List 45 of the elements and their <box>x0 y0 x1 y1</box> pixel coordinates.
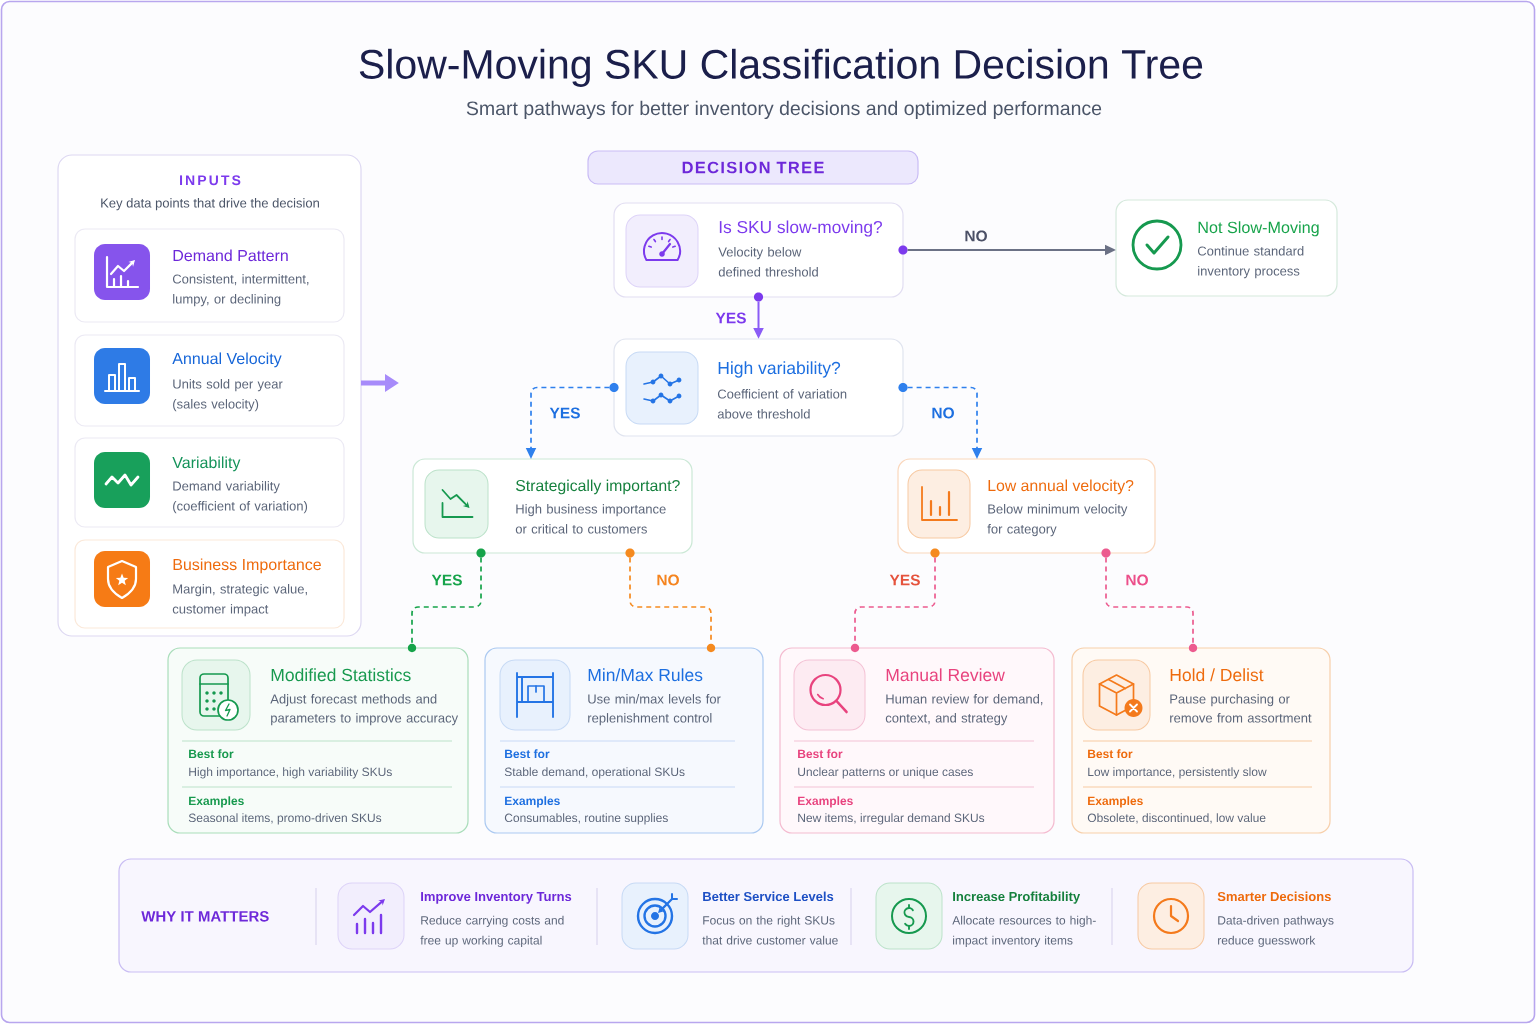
node-label: Best for <box>798 749 843 759</box>
node-label: Stable demand, operational SKUs <box>504 767 685 779</box>
dashed-connector <box>1105 556 1194 645</box>
result-box: Not Slow-Moving Continue standard inventory process <box>1115 199 1338 297</box>
node-label: Pause purchasing or remove from assortment <box>1170 694 1312 723</box>
node-label: Seasonal items, promo-driven SKUs <box>188 813 382 825</box>
node-label: Human review for demand, context, and strategy <box>885 694 1043 726</box>
node-label: Modified Statistics <box>271 668 411 682</box>
outcome-card: Hold / Delist Pause purchasing or remove from assortment Best for Low importance, persistently slow Examples Obsolete, discontinued, low value <box>1071 647 1331 834</box>
node-label: Min/Max Rules <box>588 668 703 682</box>
benefit-text: Data-driven pathways reduce guesswork <box>1218 915 1334 947</box>
outcome-card: Manual Review Human review for demand, context, and strategy Best for Unclear patterns or unique cases Examples New items, irregular demand SKUs <box>779 647 1055 834</box>
node-label: Hold / Delist <box>1170 668 1264 682</box>
node-label: Manual Review <box>886 668 1005 682</box>
benefit-title: Better Service Levels <box>703 891 834 902</box>
node-label: Best for <box>189 749 234 759</box>
subtitle: Smart pathways for better inventory decisions and optimized performance <box>466 100 1102 120</box>
node-label: Best for <box>505 749 550 759</box>
node-label: Examples <box>189 796 244 808</box>
node-label: Low importance, persistently slow <box>1088 767 1267 779</box>
node-label: Examples <box>1088 796 1143 808</box>
dashed-connector <box>411 556 482 645</box>
benefit-text: Focus on the right SKUs that drive customer value <box>702 915 838 945</box>
node-label: Examples <box>505 796 560 808</box>
benefit-text: Reduce carrying costs and free up working capital <box>420 915 564 947</box>
title: Slow-Moving SKU Classification Decision Tree <box>359 48 1203 87</box>
panel-subtitle: Key data points that drive the decision <box>101 198 319 211</box>
node-label: Examples <box>798 796 853 808</box>
outcome-card: Min/Max Rules Use min/max levels for replenishment control Best for Stable demand, operational SKUs Examples Consumables, routine supplies <box>484 647 764 834</box>
section-header: DECISION TREE <box>587 150 919 185</box>
node-label: New items, irregular demand SKUs <box>798 813 985 825</box>
node-label: Use min/max levels for replenishment control <box>588 694 721 726</box>
node-label: Adjust forecast methods and parameters to improve accuracy <box>270 694 459 726</box>
node-label: Consumables, routine supplies <box>504 813 668 825</box>
node-label: Unclear patterns or unique cases <box>798 767 973 779</box>
node-label: Best for <box>1088 749 1133 759</box>
benefit-title: Improve Inventory Turns <box>421 892 572 904</box>
outcome-card: Modified Statistics Adjust forecast methods and parameters to improve accuracy Best for High importance, high variability SKUs Examples Seasonal items, promo-driven SKUs <box>167 647 469 834</box>
node-label: Obsolete, discontinued, low value <box>1087 813 1266 824</box>
node-label: High importance, high variability SKUs <box>189 767 392 779</box>
benefit-title: Smarter Decisions <box>1217 891 1331 902</box>
benefit-title: Increase Profitability <box>953 891 1081 904</box>
section-heading: WHY IT MATTERS <box>141 911 269 922</box>
benefit-text: Allocate resources to high-impact inventory items <box>952 915 1096 947</box>
panel-heading: INPUTS <box>180 175 241 186</box>
